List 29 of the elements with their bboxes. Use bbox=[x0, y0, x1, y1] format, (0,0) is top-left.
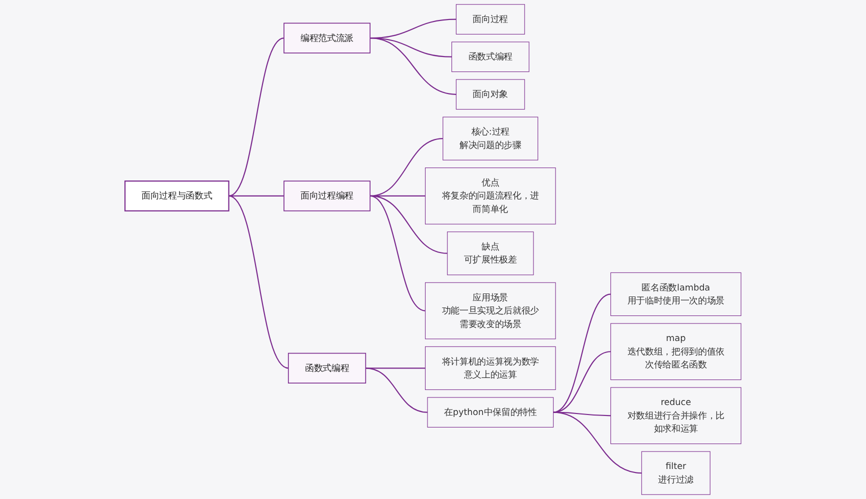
connector bbox=[553, 412, 642, 474]
node-box: 函数式编程 bbox=[452, 42, 530, 72]
connector bbox=[553, 351, 611, 413]
node-box: 编程范式流派 bbox=[284, 22, 370, 54]
node-box: 函数式编程 bbox=[288, 352, 366, 384]
connector bbox=[370, 195, 426, 312]
node-box: 应用场景 功能一旦实现之后就很少需要改变的场景 bbox=[425, 282, 556, 340]
connector bbox=[228, 38, 284, 196]
connector bbox=[370, 138, 443, 196]
node-box: 面向过程与函数式 bbox=[124, 180, 230, 212]
connector bbox=[228, 195, 289, 369]
node-box: 匿名函数lambda 用于临时使用一次的场景 bbox=[610, 272, 742, 316]
node-box: reduce 对数组进行合并操作，比如求和运算 bbox=[610, 387, 742, 444]
node-box: 优点 将复杂的问题流程化，进而简单化 bbox=[425, 168, 556, 224]
connector bbox=[370, 38, 456, 95]
node-box: 缺点 可扩展性极差 bbox=[447, 232, 534, 276]
connector bbox=[228, 195, 284, 196]
connector bbox=[366, 368, 426, 369]
connector bbox=[553, 294, 611, 413]
node-box: filter 进行过滤 bbox=[641, 451, 710, 495]
node-box: 面向对象 bbox=[456, 79, 525, 110]
node-box: 面向过程编程 bbox=[284, 180, 370, 212]
node-box: map 迭代数组，把得到的值依次传给匿名函数 bbox=[610, 323, 742, 380]
node-box: 在python中保留的特性 bbox=[427, 397, 554, 428]
connector bbox=[370, 195, 448, 254]
connector bbox=[366, 368, 428, 413]
node-box: 面向过程 bbox=[456, 4, 525, 34]
node-box: 将计算机的运算视为数学意义上的运算 bbox=[425, 346, 556, 390]
node-box: 核心:过程 解决问题的步骤 bbox=[442, 116, 538, 160]
